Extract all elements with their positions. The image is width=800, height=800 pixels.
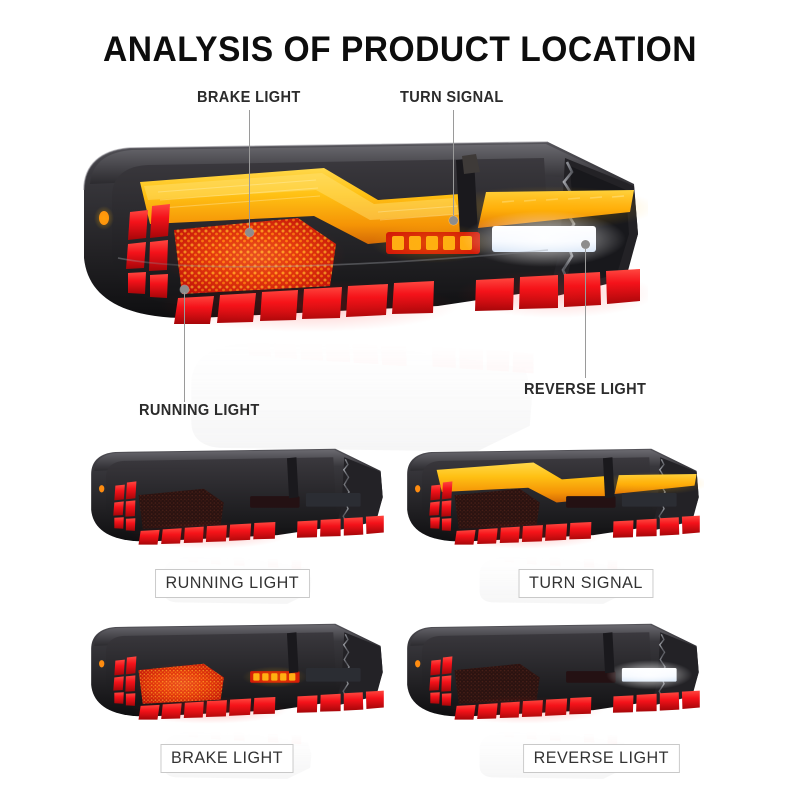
variant-taillight-turn-signal bbox=[404, 443, 704, 553]
callout-label-reverse-light: REVERSE LIGHT bbox=[524, 381, 647, 398]
leader-line-turn-signal bbox=[453, 110, 454, 220]
variant-taillight-reverse-light bbox=[404, 618, 704, 728]
callout-label-running-light: RUNNING LIGHT bbox=[139, 402, 260, 419]
leader-line-brake-light bbox=[249, 110, 250, 232]
callout-label-brake-light: BRAKE LIGHT bbox=[197, 89, 301, 106]
hero-taillight-image bbox=[78, 138, 648, 333]
callout-label-turn-signal: TURN SIGNAL bbox=[400, 89, 504, 106]
variant-taillight-running-light bbox=[88, 443, 388, 553]
variant-caption-running-light: RUNNING LIGHT bbox=[155, 569, 310, 598]
leader-dot-running-light bbox=[180, 285, 189, 294]
page-title: ANALYSIS OF PRODUCT LOCATION bbox=[103, 30, 697, 69]
leader-dot-brake-light bbox=[245, 228, 254, 237]
leader-line-running-light bbox=[184, 292, 185, 402]
leader-dot-turn-signal bbox=[449, 216, 458, 225]
leader-line-reverse-light bbox=[585, 248, 586, 378]
leader-dot-reverse-light bbox=[581, 240, 590, 249]
variant-taillight-brake-light bbox=[88, 618, 388, 728]
variant-caption-turn-signal: TURN SIGNAL bbox=[518, 569, 654, 598]
variant-caption-brake-light: BRAKE LIGHT bbox=[160, 744, 294, 773]
variant-caption-reverse-light: REVERSE LIGHT bbox=[523, 744, 680, 773]
